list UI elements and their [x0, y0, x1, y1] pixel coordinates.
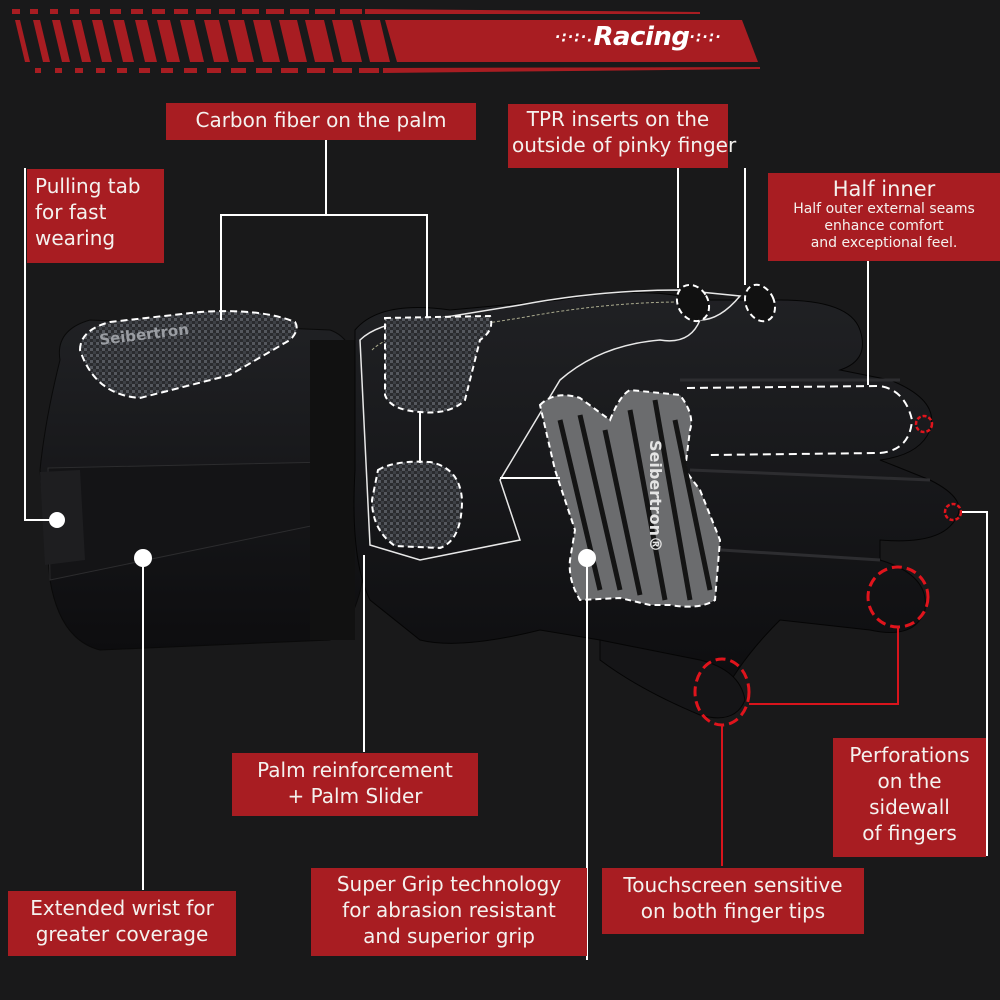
- tpr-insert-1: [675, 283, 711, 323]
- thumb: [599, 639, 746, 719]
- callout-pulling-tab: Pulling tab for fast wearing: [27, 169, 164, 263]
- leader-lines: [24, 140, 988, 960]
- touchscreen-leader-lines: [721, 627, 899, 866]
- callout-tpr-inserts: TPR inserts on the outside of pinky fing…: [508, 104, 736, 168]
- pulling-tab-dot: [49, 512, 65, 528]
- callout-extended-wrist: Extended wrist for greater coverage: [8, 891, 236, 956]
- perforation-marker-2: [943, 502, 963, 522]
- racing-banner: ·:·:·.Racing·:·:·: [0, 0, 1000, 90]
- callout-palm-reinforcement: Palm reinforcement + Palm Slider: [232, 753, 478, 816]
- callout-super-grip: Super Grip technology for abrasion resis…: [311, 868, 587, 956]
- callout-seams: Half inner Half outer external seams enh…: [768, 173, 1000, 261]
- checker-dots-right: ·:·:·: [689, 29, 722, 46]
- banner-stripes-graphic: [12, 9, 760, 73]
- checker-dots-left: ·:·:·.: [555, 29, 594, 46]
- callout-touchscreen: Touchscreen sensitive on both finger tip…: [602, 868, 864, 934]
- palm-carbon-lower: [370, 460, 464, 550]
- finger-seam-highlight: [686, 384, 914, 456]
- cuff-carbon-panel: [78, 310, 298, 400]
- callout-perforations: Perforations on the sidewall of fingers: [833, 738, 986, 857]
- callout-carbon-fiber: Carbon fiber on the palm: [166, 103, 476, 140]
- banner-title: ·:·:·.Racing·:·:·: [555, 22, 722, 52]
- wrist-dot: [134, 549, 152, 567]
- palm-carbon-upper: [384, 314, 493, 414]
- perforation-marker-1: [914, 414, 934, 434]
- grip-brand-text: Seibertron®: [646, 440, 665, 552]
- grip-dot: [578, 549, 596, 567]
- tpr-insert-2: [743, 283, 777, 323]
- racing-title: Racing: [593, 22, 690, 52]
